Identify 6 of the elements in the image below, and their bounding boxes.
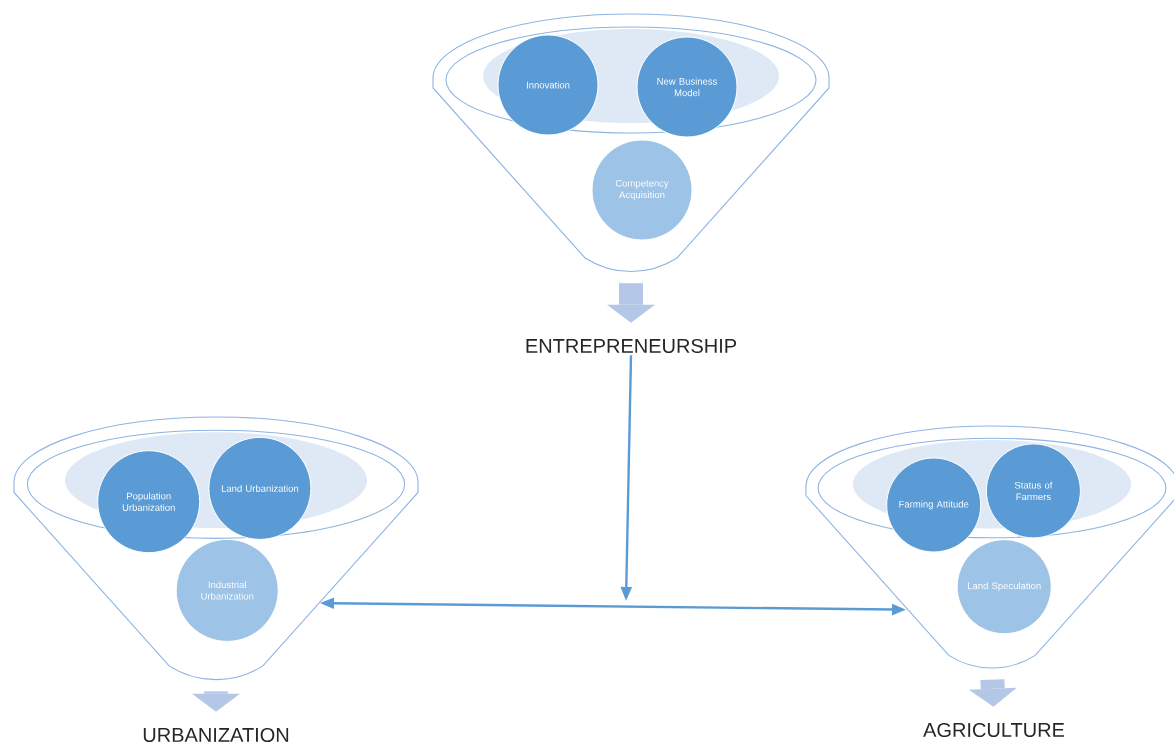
block-arrow [607,283,655,323]
block-arrow [968,679,1017,707]
block-arrow [192,691,240,712]
outcome-label: AGRICULTURE [923,722,1065,738]
outcome-label: ENTREPRENEURSHIP [526,338,737,354]
outcome-label: URBANIZATION [143,727,289,743]
